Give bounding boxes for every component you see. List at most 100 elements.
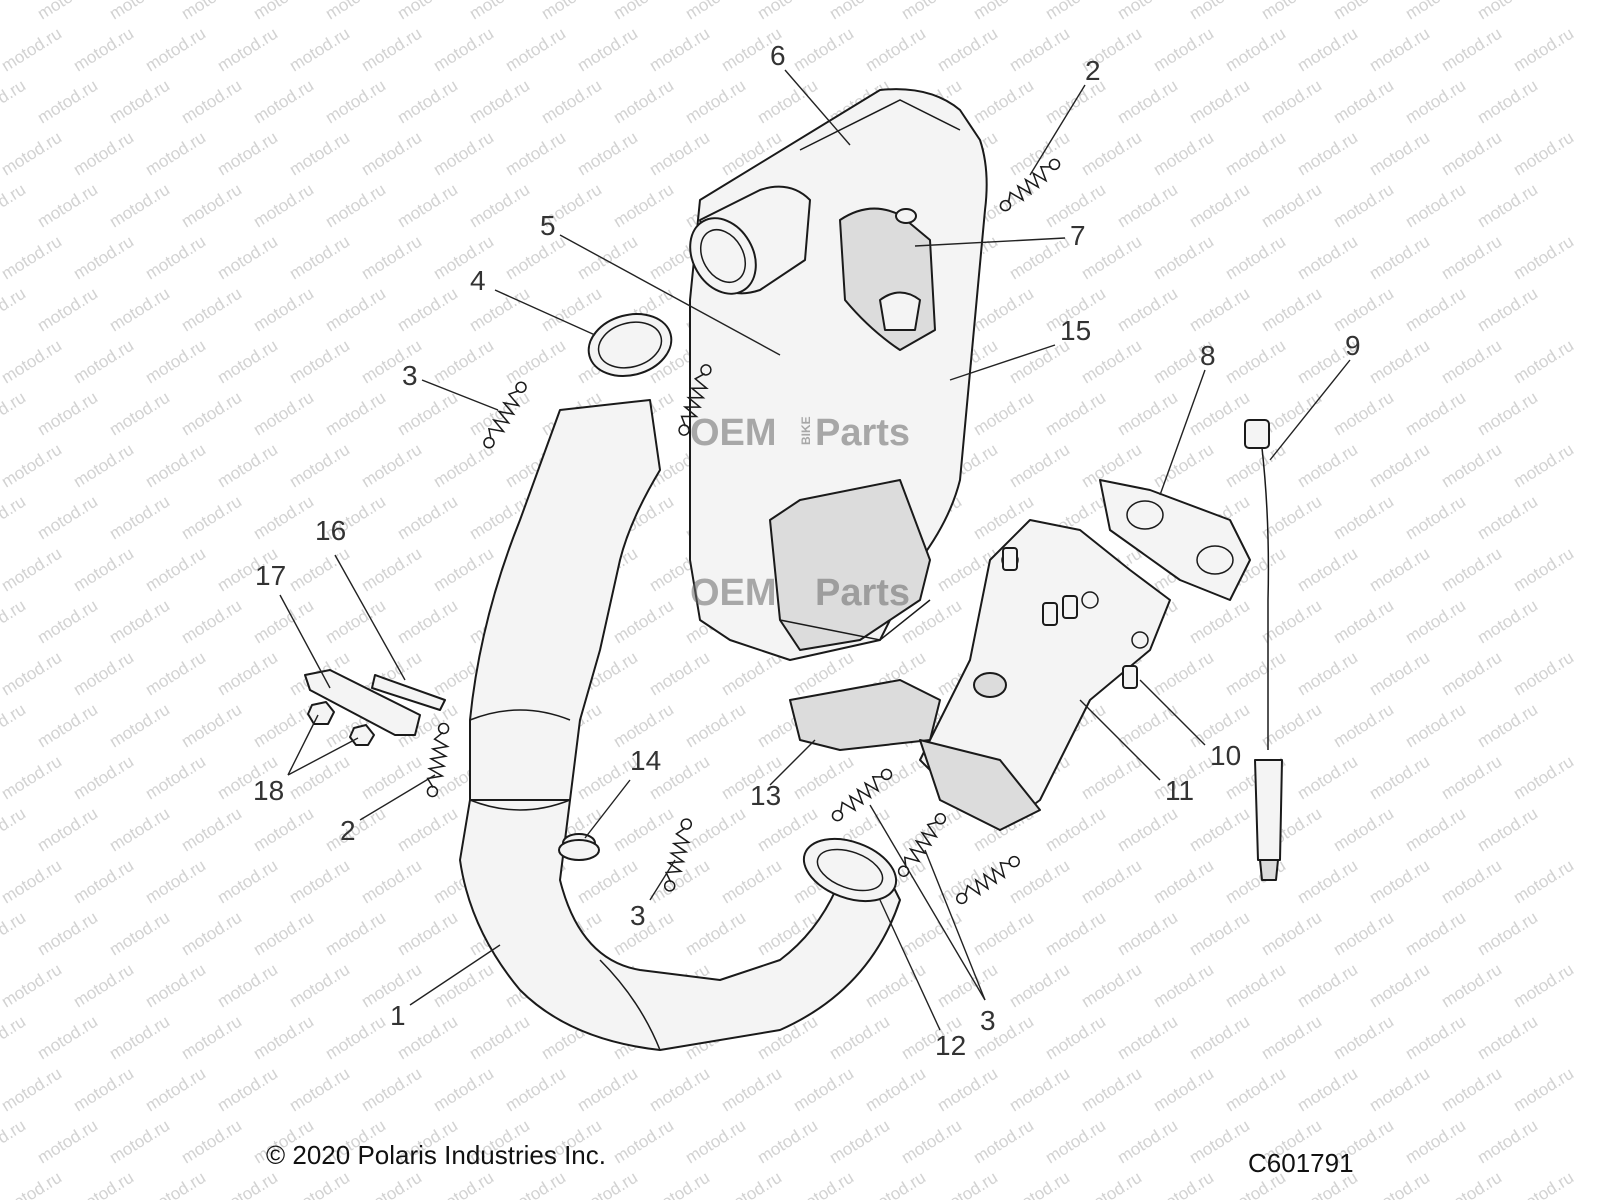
watermark-text: motod.ru: [1474, 388, 1541, 440]
watermark-text: motod.ru: [826, 1012, 893, 1064]
watermark-text: motod.ru: [1294, 648, 1361, 700]
manifold-studs: [1002, 547, 1138, 689]
leader-line: [879, 899, 941, 1031]
watermark-text: motod.ru: [70, 960, 137, 1012]
leader-line: [1159, 369, 1206, 496]
watermark-text: motod.ru: [106, 76, 173, 128]
watermark-text: motod.ru: [646, 648, 713, 700]
callout-3: 3: [630, 900, 646, 931]
watermark-text: motod.ru: [1366, 128, 1433, 180]
callout-3: 3: [402, 360, 418, 391]
watermark-text: motod.ru: [178, 804, 245, 856]
watermark-text: motod.ru: [1402, 1116, 1469, 1168]
watermark-text: motod.ru: [34, 700, 101, 752]
watermark-text: motod.ru: [574, 1168, 641, 1200]
watermark-text: motod.ru: [1006, 24, 1073, 76]
mount-bracket: [304, 669, 446, 736]
watermark-text: motod.ru: [250, 700, 317, 752]
watermark-text: motod.ru: [214, 24, 281, 76]
watermark-text: motod.ru: [0, 544, 65, 596]
watermark-text: motod.ru: [1330, 284, 1397, 336]
leader-line: [409, 944, 501, 1006]
watermark-text: motod.ru: [394, 284, 461, 336]
watermark-text: motod.ru: [70, 232, 137, 284]
watermark-text: motod.ru: [646, 24, 713, 76]
watermark-text: motod.ru: [970, 908, 1037, 960]
watermark-text: motod.ru: [682, 700, 749, 752]
watermark-text: motod.ru: [1402, 284, 1469, 336]
watermark-text: motod.ru: [0, 440, 65, 492]
watermark-text: motod.ru: [1258, 180, 1325, 232]
watermark-text: motod.ru: [0, 0, 29, 23]
watermark-text: motod.ru: [1114, 388, 1181, 440]
watermark-text: motod.ru: [0, 1012, 29, 1064]
watermark-text: motod.ru: [898, 1116, 965, 1168]
watermark-text: motod.ru: [1510, 856, 1577, 908]
watermark-text: motod.ru: [358, 232, 425, 284]
watermark-text: motod.ru: [1186, 284, 1253, 336]
watermark-text: motod.ru: [70, 1168, 137, 1200]
watermark-text: motod.ru: [1474, 908, 1541, 960]
watermark-text: motod.ru: [1114, 908, 1181, 960]
watermark-text: motod.ru: [1222, 648, 1289, 700]
watermark-text: motod.ru: [106, 492, 173, 544]
watermark-text: motod.ru: [430, 1064, 497, 1116]
watermark-text: motod.ru: [1222, 960, 1289, 1012]
watermark-text: motod.ru: [178, 700, 245, 752]
watermark-text: motod.ru: [1366, 960, 1433, 1012]
watermark-text: motod.ru: [898, 908, 965, 960]
watermark-text: motod.ru: [610, 1116, 677, 1168]
leader-line: [1139, 679, 1206, 746]
leader-line: [287, 737, 359, 776]
leader-line: [869, 804, 986, 1001]
watermark-text: motod.ru: [1150, 24, 1217, 76]
watermark-text: motod.ru: [106, 388, 173, 440]
watermark-text: motod.ru: [1078, 1064, 1145, 1116]
callout-10: 10: [1210, 740, 1241, 771]
watermark-text: motod.ru: [862, 1168, 929, 1200]
watermark-text: motod.ru: [0, 804, 29, 856]
watermark-text: motod.ru: [394, 492, 461, 544]
watermark-text: motod.ru: [1366, 336, 1433, 388]
watermark-text: motod.ru: [1186, 0, 1253, 23]
watermark-text: motod.ru: [934, 1168, 1001, 1200]
watermark-text: motod.ru: [1114, 284, 1181, 336]
leader-line: [359, 774, 436, 821]
watermark-text: motod.ru: [0, 336, 65, 388]
watermark-text: motod.ru: [70, 648, 137, 700]
rubber-grommet: [558, 833, 600, 861]
leader-line: [924, 849, 986, 1001]
watermark-text: motod.ru: [1222, 856, 1289, 908]
watermark-text: motod.ru: [934, 856, 1001, 908]
watermark-text: motod.ru: [394, 388, 461, 440]
watermark-text: motod.ru: [646, 1064, 713, 1116]
watermark-text: motod.ru: [502, 232, 569, 284]
watermark-text: motod.ru: [178, 180, 245, 232]
watermark-text: motod.ru: [1366, 544, 1433, 596]
watermark-text: motod.ru: [1438, 232, 1505, 284]
watermark-text: motod.ru: [1294, 1064, 1361, 1116]
watermark-text: motod.ru: [214, 232, 281, 284]
watermark-text: motod.ru: [1474, 1012, 1541, 1064]
watermark-text: motod.ru: [1330, 492, 1397, 544]
svg-text:BIKE: BIKE: [799, 416, 813, 445]
watermark-text: motod.ru: [106, 1116, 173, 1168]
watermark-text: motod.ru: [1258, 284, 1325, 336]
watermark-text: motod.ru: [1042, 804, 1109, 856]
watermark-text: motod.ru: [1438, 752, 1505, 804]
leader-line: [494, 289, 596, 336]
watermark-text: motod.ru: [1330, 700, 1397, 752]
watermark-text: motod.ru: [790, 752, 857, 804]
watermark-text: motod.ru: [1222, 336, 1289, 388]
watermark-text: motod.ru: [718, 856, 785, 908]
watermark-text: motod.ru: [1330, 908, 1397, 960]
watermark-text: motod.ru: [0, 24, 65, 76]
watermark-text: motod.ru: [214, 1064, 281, 1116]
callout-4: 4: [470, 265, 486, 296]
watermark-text: motod.ru: [1294, 752, 1361, 804]
watermark-text: motod.ru: [0, 596, 29, 648]
watermark-text: motod.ru: [70, 440, 137, 492]
watermark-text: motod.ru: [1438, 960, 1505, 1012]
watermark-text: motod.ru: [1474, 700, 1541, 752]
